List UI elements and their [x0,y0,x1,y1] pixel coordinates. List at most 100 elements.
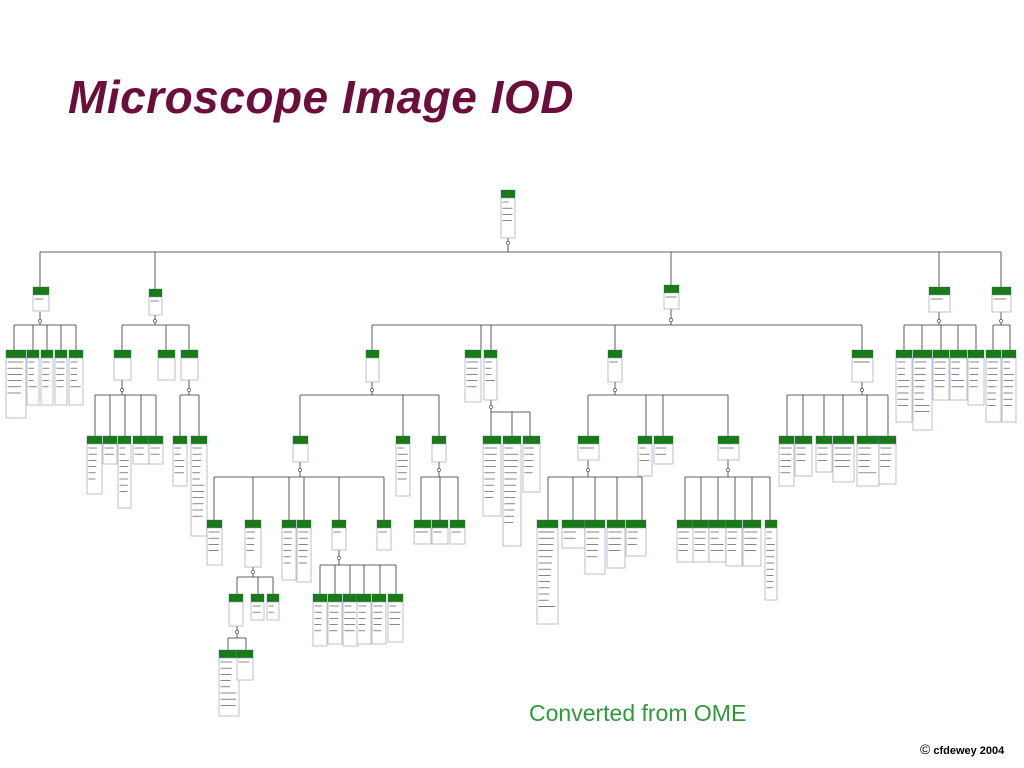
iod-node-header [41,350,53,358]
iod-node [708,519,727,563]
iod-node [949,349,968,401]
iod-node-header [69,350,83,358]
iod-node-body [117,435,132,509]
iod-node-body [296,519,312,583]
iod-node-header [896,350,912,358]
iod-node-header [950,350,967,358]
iod-node-header [432,520,448,528]
iod-node [371,593,387,645]
iod-node-header [852,350,873,358]
iod-node-header [664,285,679,293]
iod-node-header [293,436,308,444]
iod-node-body [985,349,1002,423]
connector-lines [13,238,1011,650]
iod-node [26,349,40,406]
iod-node [148,435,164,465]
iod-node [132,435,150,465]
iod-node [292,435,309,463]
iod-node [331,519,347,551]
iod-node [356,593,372,645]
iod-node-header [483,436,501,444]
iod-node [342,593,359,647]
iod-node-header [432,436,446,444]
iod-node [676,519,695,563]
iod-node [281,519,297,581]
iod-node [113,349,132,381]
iod-node [985,349,1002,423]
copyright-symbol: © [920,741,931,757]
iod-node-header [879,436,896,444]
iod-node-header [626,520,646,528]
iod-node-header [726,520,742,528]
iod-node [102,435,118,465]
iod-node-header [55,350,67,358]
iod-node-body [502,435,522,547]
iod-node-body [5,349,27,419]
iod-node [577,435,600,461]
iod-node [932,349,950,401]
iod-node-header [149,436,163,444]
iod-node-header [103,436,117,444]
iod-node [928,286,951,313]
iod-node [86,435,103,495]
iod-node-header [578,436,599,444]
iod-node-header [450,520,465,528]
iod-node-header [229,594,243,602]
iod-node-header [133,436,149,444]
iod-node [502,435,522,547]
iod-node [967,349,985,406]
iod-node [895,349,913,423]
iod-node-header [332,520,346,528]
iod-node [483,349,498,401]
iod-node-header [857,436,879,444]
iod-node-header [357,594,371,602]
iod-node-header [366,350,379,358]
iod-node-header [929,287,950,295]
iod-node-header [297,520,311,528]
iod-node [296,519,312,583]
iod-node-body [522,435,541,493]
iod-node [482,435,502,517]
slide-title: Microscope Image IOD [68,71,574,123]
iod-node [365,349,380,383]
iod-node-header [33,287,49,295]
iod-node-header [795,436,812,444]
iod-node-header [377,520,391,528]
iod-node [413,519,432,545]
copyright-text: cfdewey 2004 [933,745,1005,757]
iod-node-header [149,289,162,297]
iod-node [832,435,855,483]
node-connector-markers [38,241,1003,634]
iod-node [228,593,244,627]
copyright-notice: ©cfdewey 2004 [920,741,1004,757]
iod-node [725,519,743,567]
iod-node-header [677,520,694,528]
iod-node-header [693,520,709,528]
iod-node [794,435,813,477]
iod-node-body [190,435,208,537]
iod-node [851,349,874,383]
iod-node-header [173,436,187,444]
iod-node [190,435,208,537]
iod-node-header [237,650,253,658]
iod-node-header [484,350,497,358]
iod-node [561,519,586,549]
iod-node-header [718,436,739,444]
iod-node-header [585,520,605,528]
iod-node [236,649,254,681]
iod-node-body [895,349,913,423]
iod-node-header [503,436,521,444]
iod-node [692,519,710,563]
iod-node-header [992,287,1011,295]
iod-node [5,349,27,419]
iod-node-header [933,350,949,358]
iod-node [266,593,280,621]
iod-node [148,288,163,316]
iod-node [206,519,223,566]
iod-node [764,519,778,601]
iod-node [157,349,176,381]
iod-node-header [654,436,673,444]
iod-node-header [743,520,761,528]
iod-node [180,349,199,381]
